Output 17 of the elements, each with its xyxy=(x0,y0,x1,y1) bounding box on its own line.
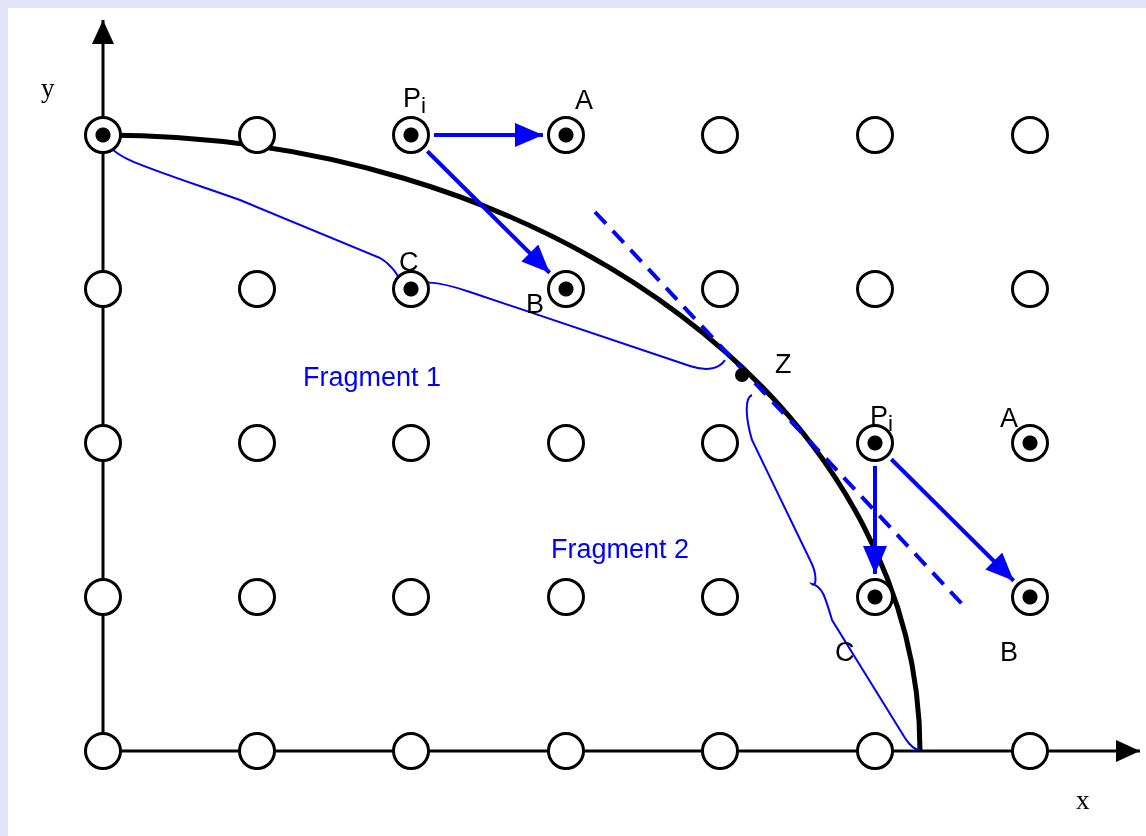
point-label: B xyxy=(526,289,544,319)
arrow xyxy=(889,457,1016,583)
axis-label: y xyxy=(41,72,55,104)
arrow xyxy=(863,466,887,574)
point-label: C xyxy=(399,247,419,277)
point-label: A xyxy=(1000,403,1018,433)
point-label: C xyxy=(835,637,855,667)
point-label: P$_{i}$ xyxy=(403,83,426,121)
point-label: B xyxy=(1000,637,1018,667)
point-label: P$_{i}$ xyxy=(870,401,893,439)
fragment-label: Fragment 1 xyxy=(303,361,442,393)
fragment-label: Fragment 2 xyxy=(551,533,690,565)
arrow xyxy=(434,123,543,147)
arrow xyxy=(425,149,552,275)
point-label: Z xyxy=(775,349,792,379)
point-label: A xyxy=(575,85,593,115)
axis-label: x xyxy=(1076,784,1090,816)
